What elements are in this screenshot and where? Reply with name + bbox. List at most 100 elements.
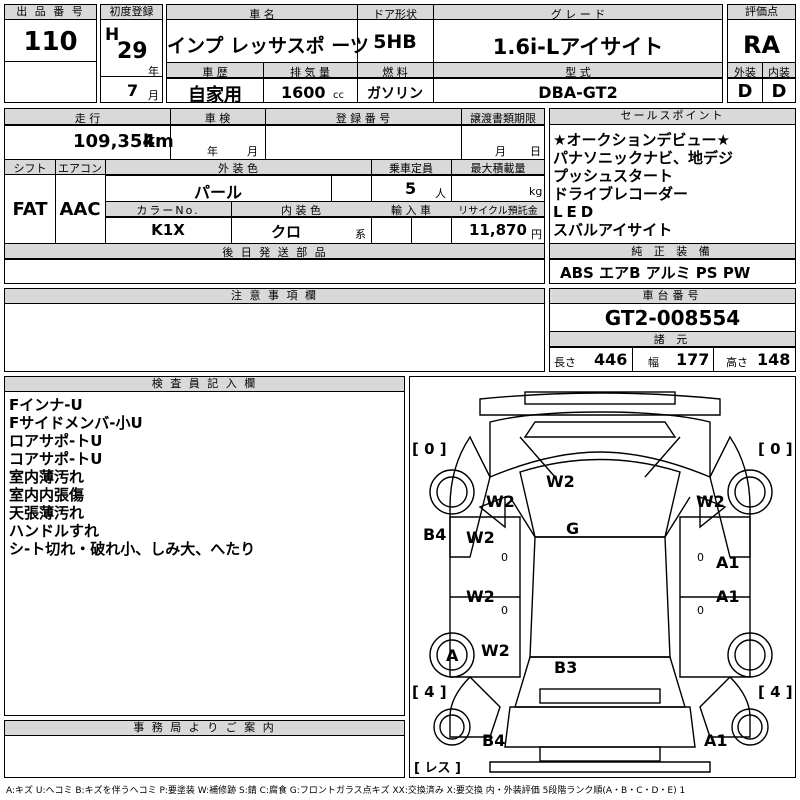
door-value: 5HB [373,31,417,53]
equipment-value: ABS エアB アルミ PS PW [560,264,751,282]
legend: A:キズ U:ヘコミ B:キズを伴うヘコミ P:要塗装 W:補修跡 S:錆 C:… [6,786,686,796]
mark-glass: G [566,519,580,538]
exterior-label: 外装 [734,66,756,79]
interior-label: 内装 [768,66,790,79]
mileage-label: 走 行 [74,112,101,125]
width-label: 幅 [648,356,659,369]
fuel-value: ガソリン [367,86,423,102]
first-reg-label: 初度登録 [101,5,162,20]
import-label: 輸 入 車 [391,204,431,217]
inspector-item: Fサイドメンバ-小U [9,414,143,432]
inspector-item: ロアサポ-トU [9,432,103,450]
mark-rear-left: W2 [481,641,510,660]
history-label: 車 歴 [202,66,228,79]
sales-point-item: LED [553,203,598,221]
capacity-unit: 人 [435,187,446,200]
shift-value: FAT [12,199,48,220]
mark-right-door1: A1 [716,553,740,572]
mark-front-right: W2 [696,492,725,511]
displacement-label: 排 気 量 [290,66,330,79]
recycle-label: リサイクル預託金 [458,206,538,217]
front-left-count: [ 0 ] [412,440,447,458]
inspector-item: 室内内張傷 [9,486,85,504]
rest-label: [ レス ] [414,761,461,776]
transfer-month: 月 [495,145,506,158]
mark-left-door2: W2 [466,587,495,606]
main-info-box: 車 名 ドア形状 グ レ ー ド インプ レッサスポ ーツ 5HB 1.6i-L… [166,4,723,106]
dims-label: 諸 元 [550,332,795,347]
transfer-label: 譲渡書類期限 [470,112,536,125]
transfer-day: 日 [530,145,541,158]
office-box: 事 務 局 よ り ご 案 内 [4,720,405,778]
mark-rear-bumper-right: A1 [704,731,728,750]
inspector-item: シ-ト切れ・破れ小、しみ大、へたり [9,540,256,558]
height-value: 148 [757,350,791,369]
grade-label: グ レ ー ド [550,8,606,21]
car-outline [429,391,773,773]
recycle-unit: 円 [531,228,542,241]
max-load-label: 最大積載量 [470,162,526,175]
equipment-label: 純 正 装 備 [550,244,795,259]
rear-right-count: [ 4 ] [758,683,793,701]
model-value: DBA-GT2 [538,83,618,102]
car-name-label: 車 名 [249,8,275,21]
width-value: 177 [676,350,710,369]
int-color-unit: 系 [355,228,366,241]
color-no-value: K1X [151,221,185,239]
ext-color-label: 外 装 色 [218,162,258,175]
exterior-value: D [737,81,753,102]
reg-no-label: 登 録 番 号 [335,112,391,125]
rating-label: 評価点 [728,5,795,20]
capacity-label: 乗車定員 [389,162,433,175]
era: H [105,25,120,45]
max-load-unit: kg [529,185,543,198]
mark-roof: W2 [546,472,575,491]
chassis-box: 車台番号 GT2-008554 諸 元 長さ 446 幅 177 高さ 148 [549,288,796,372]
lot-number-box: 出 品 番 号 110 [4,4,97,103]
inspector-box: 検 査 員 記 入 欄 Fインナ-U Fサイドメンバ-小U ロアサポ-トU コア… [4,376,405,716]
height-label: 高さ [726,356,748,369]
mark-zero: 0 [697,604,704,617]
fuel-label: 燃 料 [382,66,408,79]
length-value: 446 [594,350,628,369]
mark-zero: 0 [697,551,704,564]
damage-diagram: [ 0 ] [ 0 ] [ 4 ] [ 4 ] [ レス ] W2 W2 W2 … [409,376,796,778]
mileage-value: 109,354 [73,131,155,152]
displacement-unit: cc [333,90,344,101]
int-color-value: クロ [270,223,301,241]
recycle-value: 11,870 [469,221,527,239]
year-unit: 年 [148,65,159,78]
chassis-value: GT2-008554 [604,306,741,330]
front-right-count: [ 0 ] [758,440,793,458]
mark-left-pillar: B4 [423,525,447,544]
notes-label: 注 意 事 項 欄 [5,289,544,304]
office-label: 事 務 局 よ り ご 案 内 [5,721,404,736]
rating-value: RA [742,31,781,59]
lot-number-label: 出 品 番 号 [5,5,96,20]
inspection-year: 年 [207,145,218,158]
sales-point-item: スバルアイサイト [553,221,673,239]
sales-point-item: プッシュスタート [553,167,674,185]
sales-point-item: ドライブレコーダー [553,185,689,203]
inspection-month: 月 [247,145,258,158]
rating-box: 評価点 RA 外装 内装 D D [727,4,796,103]
sales-point-item: ★オークションデビュー★ [553,131,730,149]
rear-left-count: [ 4 ] [412,683,447,701]
displacement-value: 1600 [281,83,326,102]
sales-points-box: セールスポイント ★オークションデビュー★ パナソニックナビ、地デジ プッシュス… [549,108,796,284]
notes-box: 注 意 事 項 欄 [4,288,545,372]
grade-value: 1.6i-Lアイサイト [492,35,664,59]
mark-front-left: W2 [486,492,515,511]
ac-label: エアコン [58,162,102,175]
mark-rear-center: B3 [554,658,578,677]
vehicle-detail-box: 走 行 車 検 登 録 番 号 譲渡書類期限 109,354 km 年 月 月 … [4,108,545,284]
interior-value: D [771,81,787,102]
chassis-label: 車台番号 [550,289,795,304]
lot-number-value: 110 [23,27,78,57]
inspector-item: 室内薄汚れ [9,468,85,486]
inspector-item: コアサポ-トU [9,450,103,468]
sales-points-label: セールスポイント [550,109,795,125]
length-label: 長さ [554,356,576,369]
year-value: 29 [117,39,148,64]
inspector-item: ハンドルすれ [9,522,100,540]
